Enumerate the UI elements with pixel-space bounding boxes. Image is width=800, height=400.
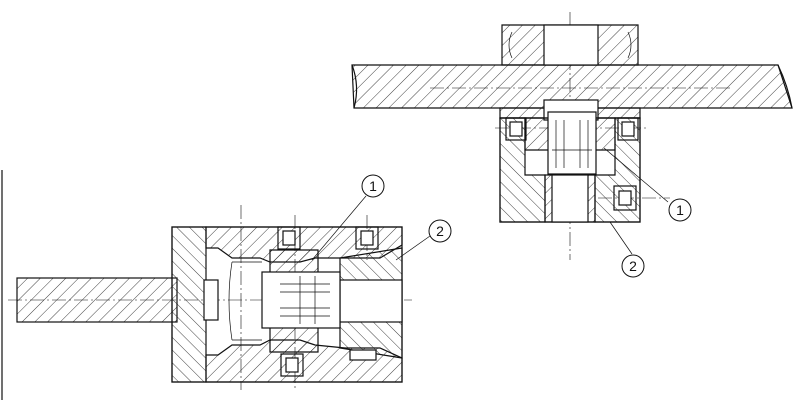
screw-left: [505, 117, 527, 141]
leader-line-1-left: [311, 195, 367, 261]
plate-break-right: [777, 64, 793, 109]
callout-label: 1: [369, 178, 377, 194]
callout-bubble-2-left: 2: [428, 219, 452, 243]
screw-bottom-1: [280, 353, 304, 377]
callout-bubble-1-left: 1: [361, 174, 385, 198]
screw-top-2-head: [360, 230, 374, 246]
plate-break-left: [351, 64, 358, 109]
callout-label: 1: [676, 202, 684, 218]
bearing-bore: [547, 111, 597, 175]
flange-slot: [203, 279, 219, 321]
inner-curve-left: [228, 261, 262, 341]
callout-label: 2: [436, 223, 444, 239]
leader-line-2-right: [609, 221, 633, 255]
assembly-horizontal: 1 2: [8, 174, 452, 390]
screw-top-1-head: [282, 230, 296, 246]
screw-top-1: [277, 226, 301, 250]
screw-right-head: [621, 121, 635, 137]
hub-bore: [261, 271, 341, 329]
flange-plate: [171, 226, 207, 383]
end-bore: [339, 279, 403, 323]
hub-spline: [280, 276, 330, 324]
screw-top-2: [355, 226, 379, 250]
screw-lower-right: [613, 185, 637, 211]
callout-bubble-2-right: 2: [621, 254, 645, 278]
bearing-spline: [552, 120, 592, 168]
screw-right: [617, 117, 639, 141]
top-collar-bore: [543, 24, 599, 66]
screw-left-head: [509, 121, 523, 137]
screw-lower-right-head: [618, 190, 632, 206]
lower-block-bore: [551, 174, 589, 223]
leader-line-1-right: [603, 147, 669, 203]
leader-line-2-left: [395, 235, 431, 261]
callout-bubble-1-right: 1: [668, 198, 692, 222]
end-notch: [349, 349, 377, 361]
assembly-vertical: 1 2: [351, 12, 793, 278]
screw-bottom-1-head: [285, 357, 299, 373]
top-collar-curves: [508, 31, 632, 59]
callout-label: 2: [629, 258, 637, 274]
